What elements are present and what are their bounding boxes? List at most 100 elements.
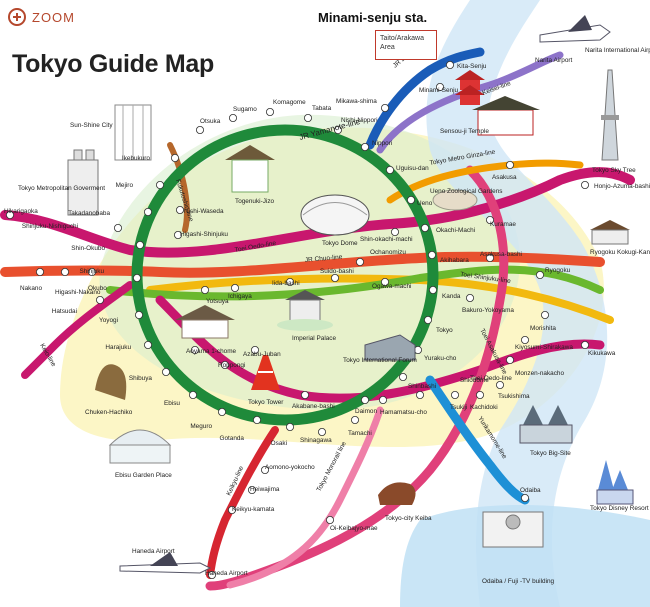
station-label-komagome[interactable]: Komagome <box>273 99 306 106</box>
station-label-odaiba[interactable]: Odaiba <box>520 487 541 494</box>
station-label-nishi-nippori[interactable]: Nishi-Nippori <box>341 117 378 124</box>
yurikamome-line[interactable] <box>425 375 530 505</box>
station-dot-kuramae[interactable] <box>485 215 494 224</box>
station-label-meguro[interactable]: Meguro <box>190 423 212 430</box>
station-label-tamachi[interactable]: Tamachi <box>348 430 372 437</box>
meiji-jingu-shrine[interactable] <box>175 305 235 339</box>
station-dot-tamachi[interactable] <box>350 415 359 424</box>
station-label-tokyo[interactable]: Tokyo <box>436 327 453 334</box>
station-dot-komagome[interactable] <box>265 108 274 117</box>
station-label-okachi-machi[interactable]: Okachi-Machi <box>436 227 475 234</box>
station-dot-shinjuku[interactable] <box>132 273 141 282</box>
station-dot-asakusa-bashi[interactable] <box>485 253 494 262</box>
station-label-tabata[interactable]: Tabata <box>312 105 332 112</box>
station-dot-tokyo[interactable] <box>423 315 432 324</box>
station-label-kuramae[interactable]: Kuramae <box>490 221 516 228</box>
station-label-hatsudai[interactable]: Hatsudai <box>52 308 77 315</box>
station-dot-azabu-juban[interactable] <box>250 345 259 354</box>
station-label-iida-bashi[interactable]: Iida-bashi <box>272 280 300 287</box>
station-dot-hamamatsu-cho[interactable] <box>378 395 387 404</box>
station-label-yoyogi[interactable]: Yoyogi <box>99 317 118 324</box>
station-label-ryogoku[interactable]: Ryogoku <box>545 267 571 274</box>
minami-senju-headline[interactable]: Minami-senju sta. <box>318 10 428 25</box>
landmark-label-tokyo-big-site[interactable]: Tokyo Big-Site <box>530 450 571 457</box>
station-label-higashi-nakano[interactable]: Higashi-Nakano <box>55 289 101 296</box>
station-label-ogawa-machi[interactable]: Ogawa-machi <box>372 283 411 290</box>
station-dot-ogawa-machi[interactable] <box>380 277 389 286</box>
station-label-yuraku-cho[interactable]: Yuraku-cho <box>424 355 457 362</box>
station-label-gotanda[interactable]: Gotanda <box>219 435 244 442</box>
station-label-honjo-azuma-bashi[interactable]: Honjo-Azuma-bashi <box>594 183 650 190</box>
station-label-higashi-shinjuku[interactable]: Higashi-Shinjuku <box>180 231 228 238</box>
station-dot-shiodome[interactable] <box>415 390 424 399</box>
station-label-ochanomizu[interactable]: Ochanomizu <box>370 249 406 256</box>
racehorse-keiba[interactable] <box>378 482 416 505</box>
station-dot-keikyu-kamata[interactable] <box>227 505 236 514</box>
landmark-label-sensou-ji-temple[interactable]: Sensou-ji Temple <box>440 128 489 135</box>
station-label-asakusa-bashi[interactable]: Asakusa-bashi <box>480 251 522 258</box>
landmark-label-tokyo-city-keiba[interactable]: Tokyo-city Keiba <box>385 515 432 522</box>
station-dot-heiwajima[interactable] <box>247 485 256 494</box>
disney-castle[interactable] <box>596 460 634 505</box>
tokyo-sky-tree[interactable] <box>601 69 619 161</box>
station-dot-shin-okachi-machi[interactable] <box>390 227 399 236</box>
station-dot-ryogoku[interactable] <box>536 270 545 279</box>
station-dot-gotanda[interactable] <box>252 415 261 424</box>
station-label-mikawa-shima[interactable]: Mikawa-shima <box>336 98 377 105</box>
station-label-keikyu-kamata[interactable]: Keikyu-kamata <box>232 506 275 513</box>
station-label-kanda[interactable]: Kanda <box>442 293 461 300</box>
station-label-shinjuku[interactable]: Shinjuku <box>79 268 104 275</box>
landmark-label-ebisu-garden-place[interactable]: Ebisu Garden Place <box>115 472 172 479</box>
odaiba-fuji-tv-building[interactable] <box>482 511 544 548</box>
keio-line[interactable] <box>21 281 134 379</box>
station-dot-okubo[interactable] <box>88 267 97 276</box>
station-label-azabu-juban[interactable]: Azabu-Juban <box>243 351 281 358</box>
station-dot-harajuku[interactable] <box>143 340 152 349</box>
station-label-nakano[interactable]: Nakano <box>20 285 42 292</box>
station-dot-ebisu[interactable] <box>188 390 197 399</box>
station-dot-hikarigaoka[interactable] <box>6 210 14 219</box>
landmark-label-tokyo-metropolitan-goverment[interactable]: Tokyo Metropolitan Goverment <box>18 185 105 192</box>
station-label-haneda-airport[interactable]: Haneda Airport <box>205 570 248 577</box>
station-label-suido-bashi[interactable]: Suido-bashi <box>320 268 354 275</box>
international-forum[interactable] <box>364 334 416 361</box>
station-label-shinagawa[interactable]: Shinagawa <box>300 437 332 444</box>
station-label-shinjuku-nishiguchi[interactable]: Shinjuku-Nishiguchi <box>22 223 78 230</box>
togenuki-jizo-shrine[interactable] <box>225 145 275 193</box>
station-label-ueno[interactable]: Ueno <box>417 200 433 207</box>
station-dot-shinagawa[interactable] <box>317 427 326 436</box>
station-dot-tabata[interactable] <box>303 114 312 123</box>
landmark-label-narita-airport[interactable]: Narita Airport <box>535 57 573 64</box>
landmark-label-tokyo-dome[interactable]: Tokyo Dome <box>322 240 358 247</box>
station-dot-odaiba[interactable] <box>521 493 530 502</box>
station-label-akihabara[interactable]: Akihabara <box>440 257 469 264</box>
station-label-yotsuya[interactable]: Yotsuya <box>206 298 229 305</box>
station-dot-aoyama-1-chome[interactable] <box>190 345 199 354</box>
station-dot-kanda[interactable] <box>428 285 437 294</box>
station-label-okubo[interactable]: Okubo <box>88 285 107 292</box>
station-dot-haneda-airport[interactable] <box>207 571 216 580</box>
landmark-label-narita-international-airport[interactable]: Narita International Airport <box>585 47 650 54</box>
station-label-ichigaya[interactable]: Ichigaya <box>228 293 252 300</box>
landmark-label-tokyo-tower[interactable]: Tokyo Tower <box>248 399 284 406</box>
station-label-kiyosumi-shirakawa[interactable]: Kiyosumi-Shirakawa <box>515 344 573 351</box>
station-dot-kachidoki[interactable] <box>475 390 484 399</box>
narita-airplane[interactable] <box>539 15 611 43</box>
station-dot-kikukawa[interactable] <box>581 340 590 349</box>
station-label-tsukiji[interactable]: Tsukiji <box>450 404 467 411</box>
station-dot-kiyosumi-shirakawa[interactable] <box>521 335 530 344</box>
station-dot-mikawa-shima[interactable] <box>380 104 389 113</box>
station-label-shiodome[interactable]: Shiodome <box>460 377 489 384</box>
station-dot-minami-senju[interactable] <box>435 83 444 92</box>
station-dot-okachi-machi[interactable] <box>420 223 429 232</box>
station-label-daimon[interactable]: Daimon <box>355 408 377 415</box>
tokyo-tower[interactable] <box>251 355 280 390</box>
tokyo-monorail-line[interactable] <box>226 406 384 589</box>
station-label-shin-okubo[interactable]: Shin-Okubo <box>71 245 105 252</box>
jr-joban-line[interactable] <box>365 47 485 150</box>
station-dot-aomono-yokocho[interactable] <box>260 465 269 474</box>
station-dot-hatsudai[interactable] <box>96 295 105 304</box>
station-label-aoyama-1-chome[interactable]: Aoyama 1-chome <box>186 348 237 355</box>
station-dot-kita-senju[interactable] <box>445 61 454 70</box>
